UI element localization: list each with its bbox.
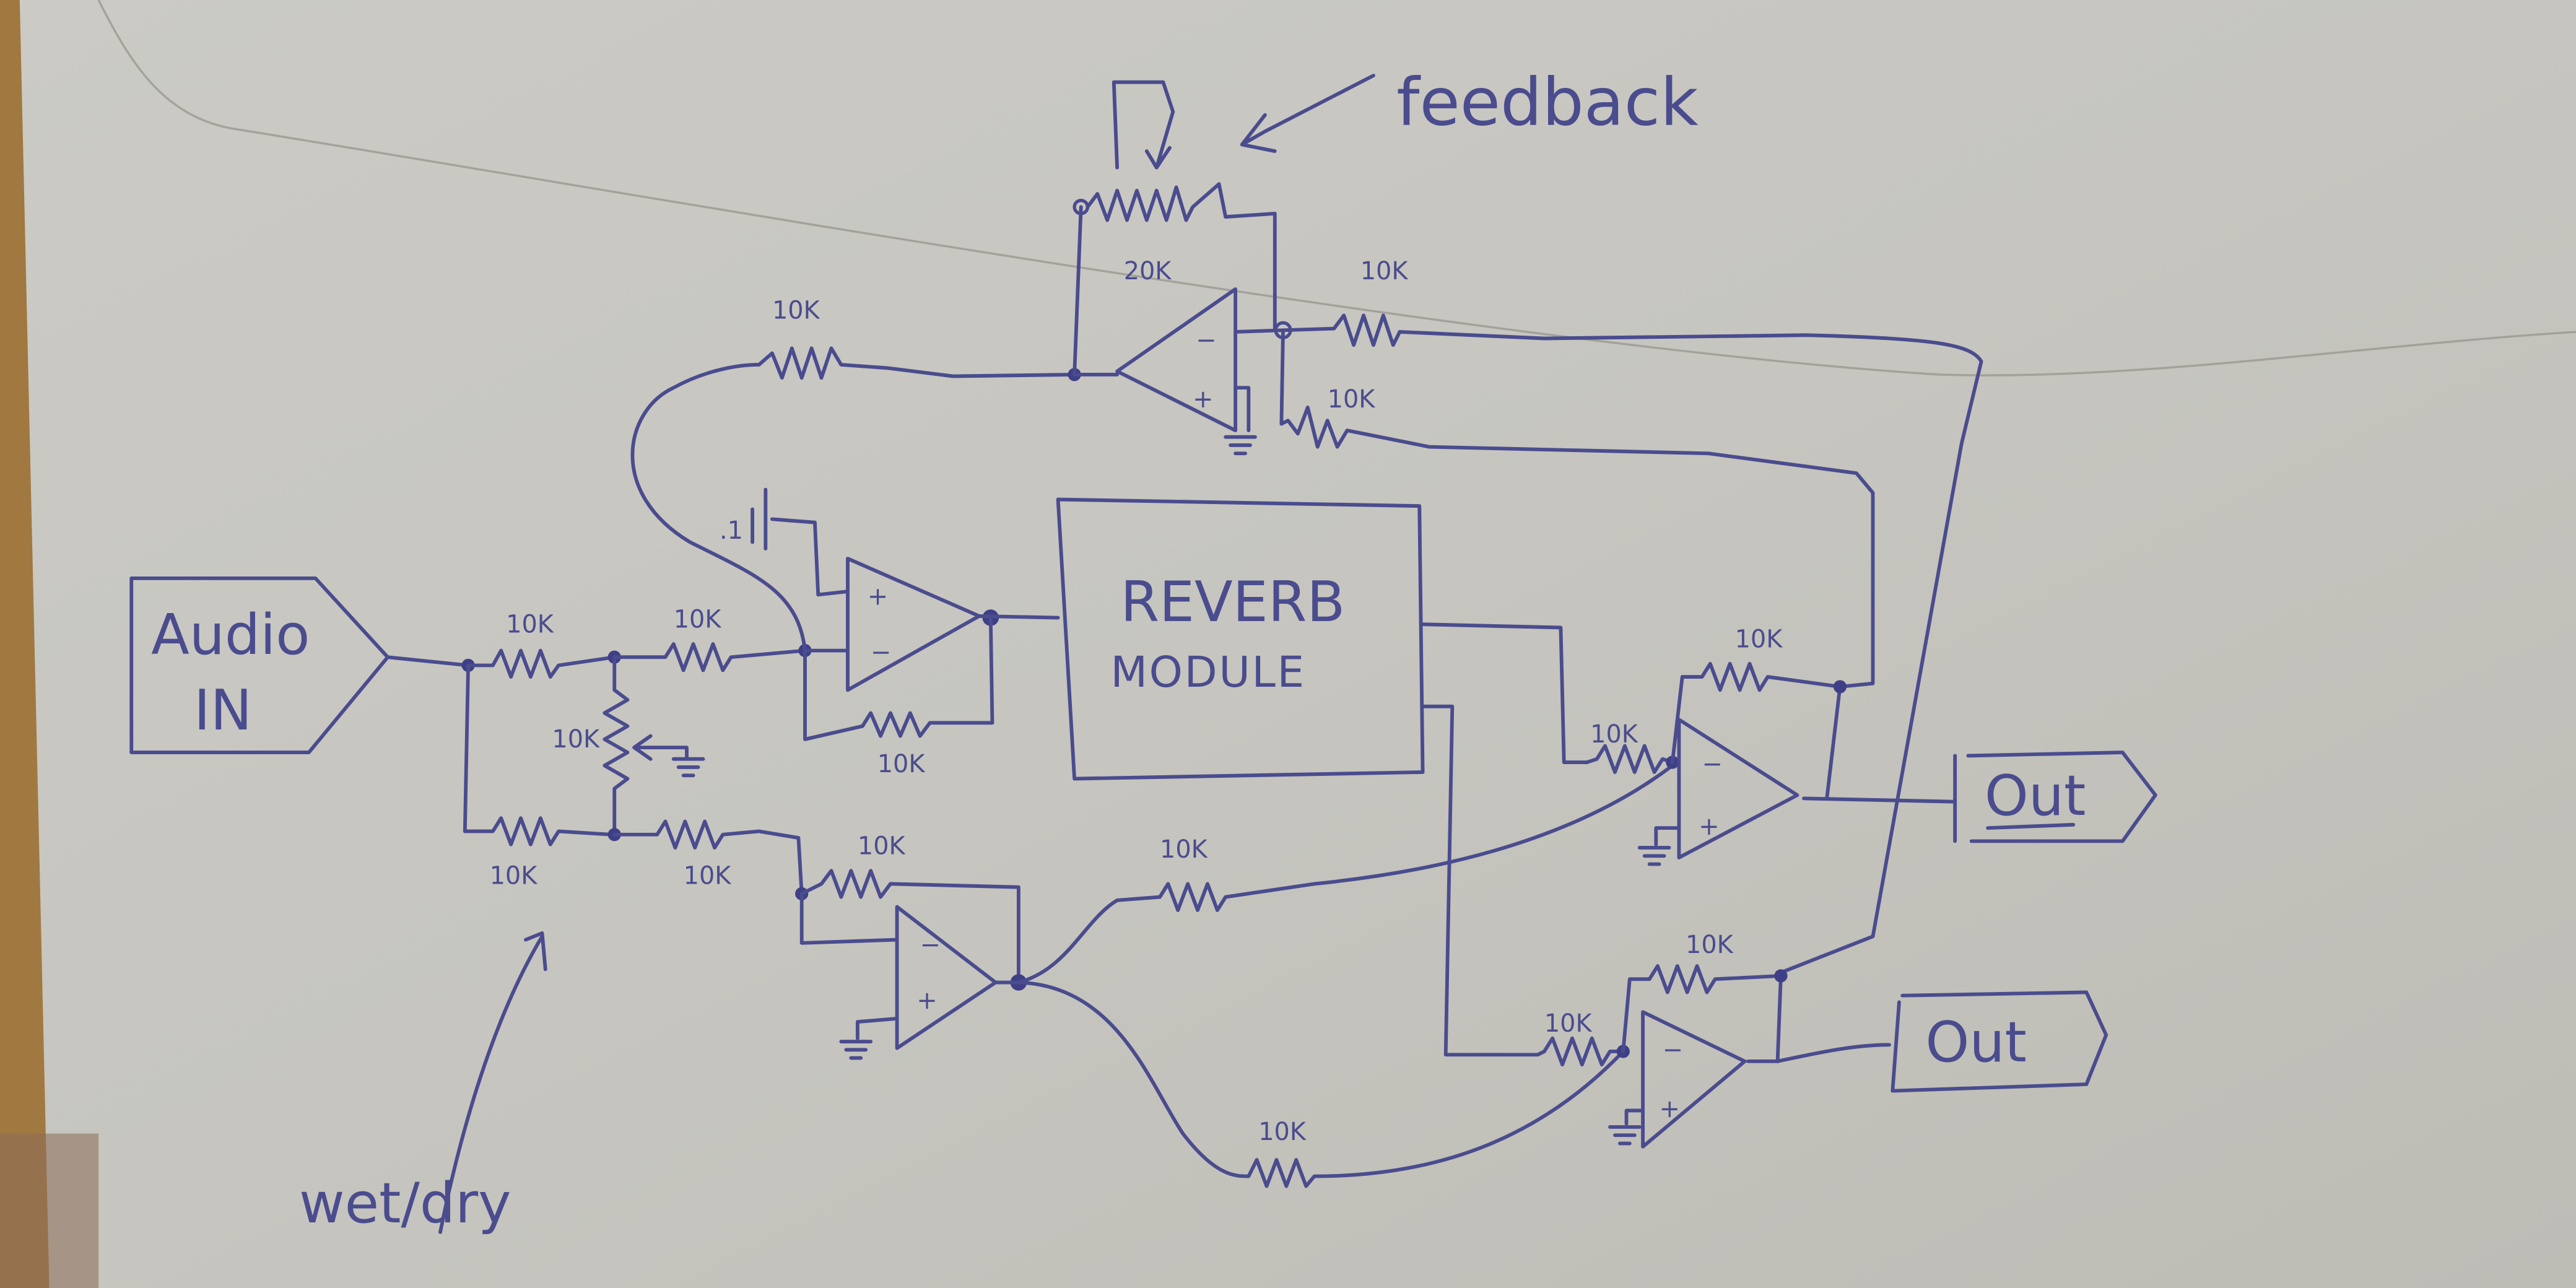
- wire-input: [386, 655, 471, 668]
- resistor-feedback-in: [757, 346, 1077, 380]
- opamp-mix-top-minus: −: [1702, 750, 1723, 778]
- label-r-in-bottom: 10K: [490, 861, 538, 890]
- resistor-mix-bot-in: [1536, 1036, 1625, 1067]
- output-top-connector: Out: [1953, 751, 2157, 843]
- resistor-fb-out-top: [1281, 313, 1983, 975]
- node-mix-bot-fb: [1774, 969, 1788, 983]
- opamp-feedback-minus: −: [1196, 326, 1216, 354]
- wire-feedback-plus-gnd: [1234, 386, 1251, 433]
- feedback-annotation: feedback: [1396, 64, 1699, 141]
- label-r-fb-out-bottom: 10K: [1328, 385, 1376, 414]
- output-bottom-label: Out: [1925, 1010, 2027, 1075]
- resistor-to-inverter: [612, 819, 804, 896]
- pot-wetdry: [603, 655, 630, 837]
- opamp-buffer-minus: −: [871, 638, 891, 667]
- opamp-feedback: − +: [1115, 287, 1238, 433]
- opamp-inverter: − +: [895, 905, 998, 1050]
- pot-wiper: [632, 734, 689, 761]
- wire-mix-bot-plus-gnd: [1624, 1108, 1645, 1126]
- opamp-inverter-plus: +: [916, 986, 937, 1015]
- wire-reverb-out-b: [1421, 704, 1540, 1057]
- resistor-to-buffer: [612, 642, 807, 672]
- resistor-mix-top-fb: [1670, 661, 1842, 801]
- ground-icon: [839, 1040, 873, 1060]
- resistor-in-top: [466, 648, 617, 679]
- reverb-label-1: REVERB: [1120, 570, 1345, 635]
- opamp-mix-bot-minus: −: [1663, 1036, 1683, 1064]
- wire-inverter-minus: [799, 892, 899, 945]
- label-pot-wetdry: 10K: [552, 725, 600, 754]
- wire-reverb-out-a: [1421, 622, 1589, 764]
- wetdry-annotation: wet/dry: [299, 1171, 511, 1236]
- wire-inverter-plus-gnd: [855, 1016, 899, 1040]
- label-r-mix-bot-in: 10K: [1544, 1009, 1593, 1038]
- wire-mix-bot-out: [1746, 1043, 1891, 1063]
- feedback-arrow: [1240, 74, 1375, 153]
- label-r-mix-bot-inv: 10K: [1258, 1118, 1307, 1146]
- opamp-feedback-plus: +: [1193, 385, 1213, 414]
- label-r-to-inverter: 10K: [684, 861, 732, 890]
- audio-in-connector: Audio IN: [129, 576, 390, 755]
- wire-feedback-out: [1234, 328, 1285, 334]
- capacitor-buffer: .1: [720, 487, 768, 551]
- label-r-to-buffer: 10K: [674, 605, 722, 633]
- label-r-mix-top-in: 10K: [1590, 720, 1638, 749]
- paper-shadow-bottom: [0, 1133, 99, 1288]
- ground-icon: [1608, 1125, 1642, 1146]
- label-r-mix-top-inv: 10K: [1160, 835, 1208, 864]
- label-r-in-top: 10K: [506, 610, 554, 638]
- reverb-label-2: MODULE: [1110, 648, 1305, 697]
- label-r-feedback-in: 10K: [772, 297, 820, 325]
- resistor-in-bottom: [463, 816, 613, 846]
- opamp-mix-bot-plus: +: [1660, 1095, 1680, 1123]
- label-cap-buffer: .1: [720, 516, 743, 545]
- opamp-mix-bot: − +: [1641, 1010, 1747, 1149]
- label-pot-feedback: 20K: [1124, 257, 1172, 285]
- pot-feedback: [1086, 182, 1277, 331]
- resistor-mix-top-in: [1585, 744, 1674, 774]
- pot-wiper-arrow: [1112, 80, 1175, 170]
- reverb-module: REVERB MODULE: [1056, 497, 1425, 781]
- output-top-underline: [1986, 822, 2076, 830]
- wetdry-arrow: [438, 931, 547, 1234]
- wire-pot-left: [1073, 205, 1083, 376]
- wire-buffer-to-reverb: [977, 614, 1060, 620]
- opamp-buffer-plus: +: [868, 582, 888, 611]
- envelope-fold: [97, 0, 2576, 376]
- label-r-mix-top-fb: 10K: [1735, 625, 1783, 653]
- resistor-mix-top-inv: [1016, 764, 1674, 985]
- resistor-fb-out-bottom: [1279, 328, 1875, 689]
- audio-in-label-1: Audio: [151, 603, 310, 668]
- resistor-inverter-fb: [799, 869, 1020, 985]
- resistor-mix-bot-inv: [1016, 980, 1625, 1188]
- opamp-mix-top: − +: [1677, 718, 1799, 859]
- opamp-inverter-minus: −: [920, 931, 941, 959]
- ground-icon: [1637, 846, 1671, 866]
- label-r-fb-out-top: 10K: [1360, 257, 1409, 285]
- resistor-mix-bot-fb: [1621, 964, 1783, 1063]
- label-r-buffer-fb: 10K: [877, 750, 926, 778]
- wire-input-down: [463, 663, 471, 833]
- node-mix-top-fb: [1833, 680, 1847, 694]
- opamp-buffer: + −: [846, 557, 981, 692]
- ground-icon: [671, 757, 705, 778]
- resistor-buffer-fb: [803, 616, 994, 741]
- ground-icon: [1224, 435, 1257, 456]
- wire-buffer-plus-cap: [770, 517, 850, 597]
- label-r-mix-bot-fb: 10K: [1686, 931, 1734, 959]
- audio-in-label-2: IN: [194, 678, 252, 743]
- output-bottom-connector: Out: [1891, 990, 2108, 1093]
- wire-feedback-return: [630, 363, 807, 653]
- opamp-mix-top-plus: +: [1699, 812, 1719, 841]
- wire-mix-top-out: [1802, 796, 1957, 804]
- wire-mix-top-plus-gnd: [1654, 826, 1681, 846]
- envelope-paper: [19, 0, 2576, 1288]
- output-top-label: Out: [1985, 764, 2086, 829]
- label-r-inverter-fb: 10K: [858, 832, 906, 861]
